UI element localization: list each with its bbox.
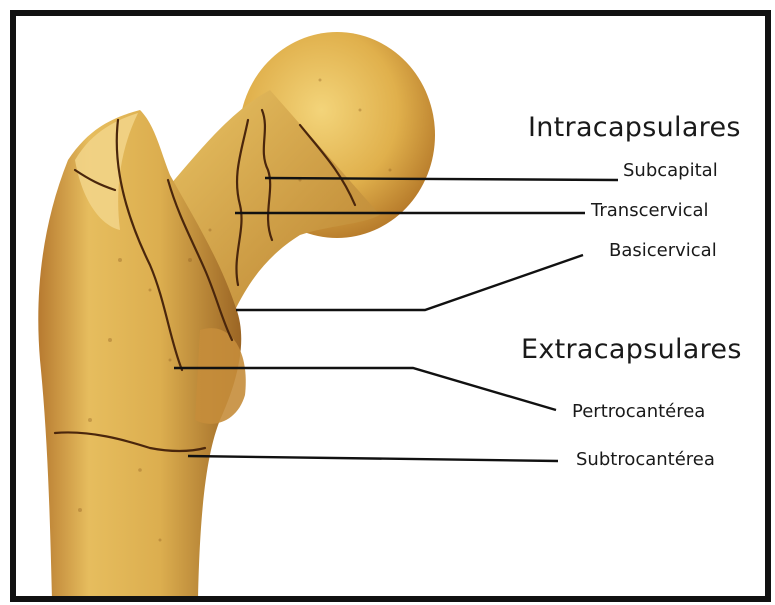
label-intracapsulares: Intracapsulares [528, 112, 741, 143]
label-transcervical: Transcervical [591, 200, 709, 221]
diagram-frame: Intracapsulares Subcapital Transcervical… [10, 10, 771, 602]
label-basicervical: Basicervical [609, 240, 717, 261]
label-subtrocanterea: Subtrocantérea [576, 449, 715, 470]
label-extracapsulares: Extracapsulares [521, 334, 742, 365]
femur-illustration [10, 10, 771, 602]
label-subcapital: Subcapital [623, 160, 718, 181]
leader-subtrocanterea [188, 456, 558, 461]
leader-basicervical [236, 255, 583, 310]
label-pertrocanterea: Pertrocantérea [572, 401, 705, 422]
